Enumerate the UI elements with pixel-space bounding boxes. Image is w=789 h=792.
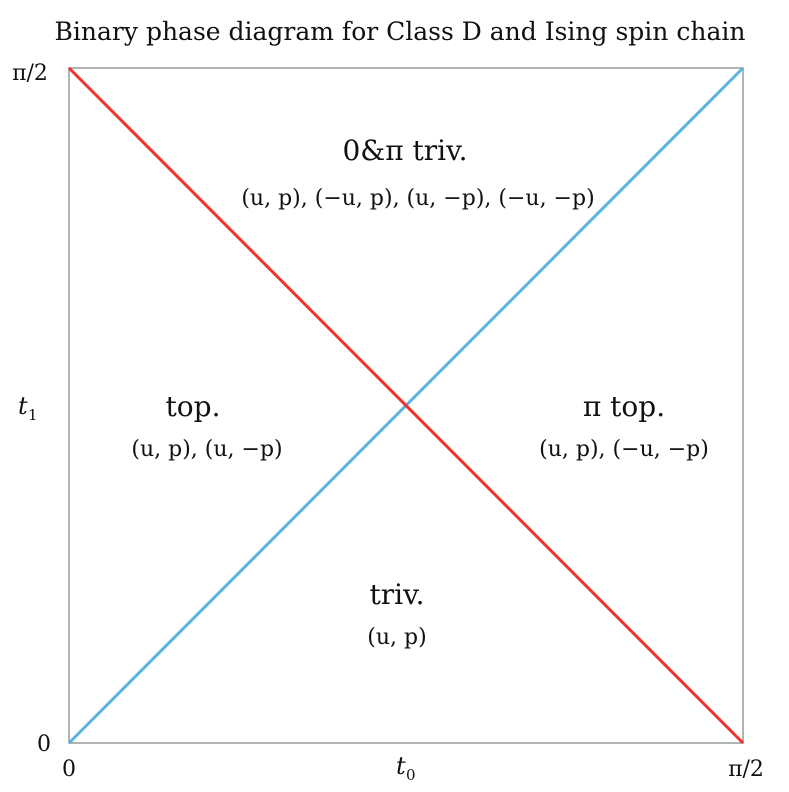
diagram-title: Binary phase diagram for Class D and Isi… (55, 17, 746, 46)
y-axis-label: t 1 (18, 392, 38, 424)
x-tick-right: π/2 (728, 757, 764, 782)
phase-boundary-red-line (67, 66, 745, 745)
region-right-states: (u, p), (−u, −p) (539, 437, 709, 462)
svg-text:t: t (18, 392, 28, 420)
region-bottom-states: (u, p) (367, 625, 426, 650)
y-tick-top: π/2 (12, 61, 48, 86)
y-tick-bottom: 0 (37, 732, 51, 757)
region-left-name: top. (166, 390, 221, 423)
region-left-states: (u, p), (u, −p) (131, 437, 282, 462)
x-tick-left: 0 (62, 757, 76, 782)
svg-text:t: t (396, 752, 406, 780)
region-top-name: 0&π triv. (342, 134, 467, 167)
region-right-name: π top. (583, 390, 665, 423)
region-bottom-name: triv. (370, 578, 425, 611)
region-top-states: (u, p), (−u, p), (u, −p), (−u, −p) (241, 186, 594, 211)
plot-frame (68, 67, 744, 744)
x-axis-label: t 0 (396, 752, 416, 784)
svg-text:0: 0 (406, 766, 416, 784)
svg-text:1: 1 (28, 406, 38, 424)
